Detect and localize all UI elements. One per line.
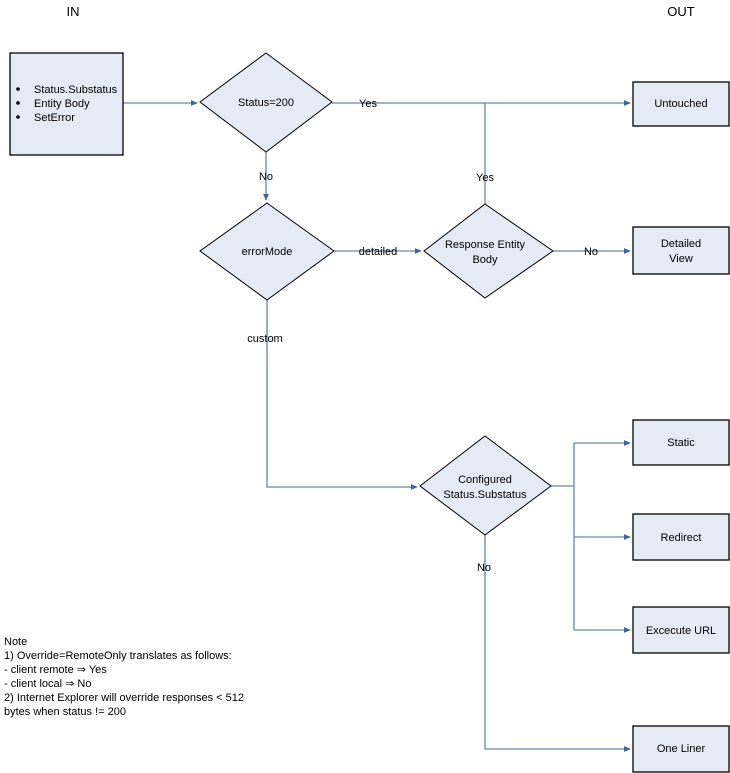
output-box-excecute-url[interactable] — [632, 606, 730, 654]
decision-response-entity-body-label-line1: Response Entity — [445, 239, 526, 251]
edge-label-respentity-no: No — [584, 246, 598, 258]
decision-errormode[interactable] — [199, 202, 335, 301]
output-box-detailed-view-label-line1: Detailed — [661, 238, 701, 250]
output-box-excecute-url-label: Excecute URL — [646, 625, 716, 637]
column-header-in: IN — [67, 4, 80, 19]
output-box-detailed-view-label-line2: View — [669, 253, 693, 265]
bullet-dot-icon — [16, 87, 20, 91]
decision-configured-status-substatus[interactable] — [419, 435, 552, 536]
decision-response-entity-body[interactable] — [423, 203, 554, 299]
edge-errormode-custom-to-configured — [266, 300, 418, 490]
bullet-dot-icon — [16, 115, 20, 119]
decision-status-200-label: Status=200 — [238, 97, 294, 109]
input-bullet-entity-body: Entity Body — [34, 98, 90, 110]
edge-label-status200-yes: Yes — [359, 98, 377, 110]
output-box-static[interactable] — [632, 419, 730, 466]
output-box-one-liner[interactable] — [632, 725, 730, 773]
output-box-redirect[interactable] — [632, 513, 730, 561]
edge-label-status200-no: No — [259, 171, 273, 183]
edge-label-errormode-detailed: detailed — [359, 246, 398, 258]
output-box-one-liner-label: One Liner — [657, 743, 706, 755]
output-box-untouched-label: Untouched — [654, 98, 707, 110]
edge-label-errormode-custom: custom — [247, 333, 282, 345]
decision-configured-label-line2: Status.Substatus — [443, 489, 527, 501]
input-bullet-seterror: SetError — [34, 112, 75, 124]
decision-status-200[interactable] — [199, 52, 333, 153]
edge-configured-no-to-oneliner — [484, 535, 631, 752]
output-box-detailed-view[interactable] — [632, 226, 730, 275]
column-header-out: OUT — [667, 4, 695, 19]
edge-label-configured-no: No — [477, 562, 491, 574]
note-line-5: bytes when status != 200 — [4, 706, 126, 718]
output-box-static-label: Static — [667, 437, 695, 449]
note-heading: Note — [4, 636, 27, 648]
output-box-untouched[interactable] — [632, 81, 730, 127]
input-bullet-status-substatus: Status.Substatus — [34, 84, 118, 96]
note-line-2: - client remote ⇒ Yes — [4, 664, 107, 676]
decision-configured-label-line1: Configured — [458, 474, 512, 486]
note-line-3: - client local ⇒ No — [4, 678, 91, 690]
bullet-dot-icon — [16, 101, 20, 105]
decision-response-entity-body-label-line2: Body — [472, 254, 498, 266]
input-box[interactable] — [9, 52, 124, 156]
note-line-1: 1) Override=RemoteOnly translates as fol… — [4, 650, 232, 662]
edge-label-respentity-yes: Yes — [476, 172, 494, 184]
note-line-4: 2) Internet Explorer will override respo… — [4, 692, 244, 704]
decision-errormode-label: errorMode — [242, 246, 293, 258]
output-box-redirect-label: Redirect — [661, 532, 702, 544]
